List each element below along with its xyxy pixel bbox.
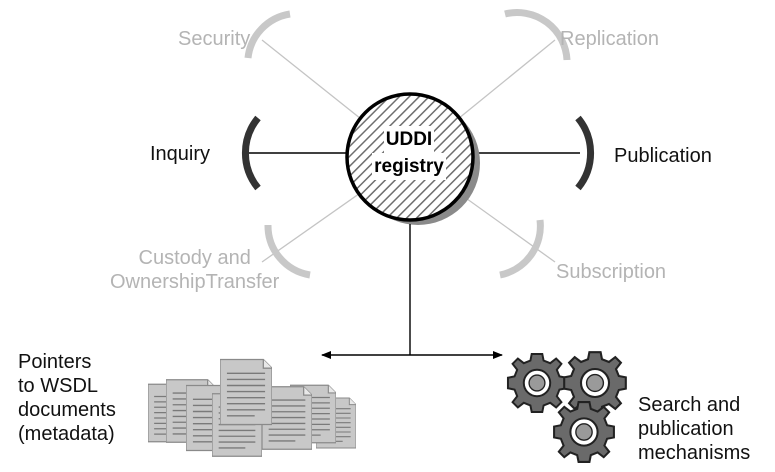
registry-label-line1: UDDI	[383, 126, 435, 153]
label-security: Security	[178, 28, 251, 50]
gears-icon	[506, 351, 627, 463]
label-custody-line2: OwnershipTransfer	[110, 271, 280, 293]
bracket-replication	[504, 9, 571, 61]
label-inquiry: Inquiry	[150, 143, 211, 165]
label-mechanisms-line3: mechanisms	[638, 442, 751, 464]
registry-label-line2: registry	[372, 153, 446, 180]
label-custody-line1: Custody and	[138, 247, 251, 269]
bracket-publication	[575, 115, 594, 191]
label-publication: Publication	[614, 145, 712, 167]
label-documents-line3: documents	[18, 399, 116, 421]
api-brackets	[242, 9, 594, 279]
label-subscription: Subscription	[556, 261, 667, 283]
label-mechanisms: Search and publication mechanisms	[638, 393, 750, 465]
label-mechanisms-line1: Search and	[638, 394, 741, 416]
label-mechanisms-line2: publication	[638, 418, 734, 440]
label-documents-line4: (metadata)	[18, 423, 115, 445]
label-documents: Pointers to WSDL documents (metadata)	[18, 350, 116, 446]
label-documents-line2: to WSDL	[18, 375, 99, 397]
label-documents-line1: Pointers	[18, 351, 92, 373]
document-stack-icon	[148, 358, 356, 457]
label-replication: Replication	[560, 28, 659, 50]
bracket-custody	[264, 224, 311, 279]
label-custody: Custody and OwnershipTransfer	[110, 246, 279, 294]
bracket-security	[244, 10, 291, 59]
registry-connector	[321, 224, 503, 359]
registry-label: UDDI registry	[346, 126, 472, 180]
bracket-subscription	[499, 219, 544, 279]
bracket-inquiry	[242, 115, 261, 191]
